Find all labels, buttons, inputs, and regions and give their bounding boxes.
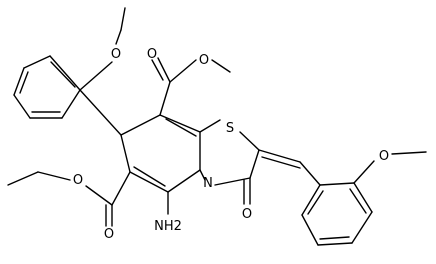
atom-o-ester-top-carbonyl: O [147, 47, 157, 62]
atom-s-thiazole: S [226, 121, 234, 136]
atom-nh2: NH2 [154, 219, 182, 234]
atom-o-ketone: O [242, 207, 252, 222]
atom-o-ome-top: O [111, 47, 121, 62]
bonds [7, 7, 427, 246]
atom-n-ring: N [203, 176, 213, 191]
atom-o-ester-top-single: O [199, 53, 209, 68]
atom-o-ome-right: O [379, 149, 389, 164]
atom-o-ester-left-carbonyl: O [104, 227, 114, 242]
atom-o-ester-left-single: O [73, 173, 83, 188]
atom-labels: O O O S N O O O NH2 O [73, 47, 389, 242]
